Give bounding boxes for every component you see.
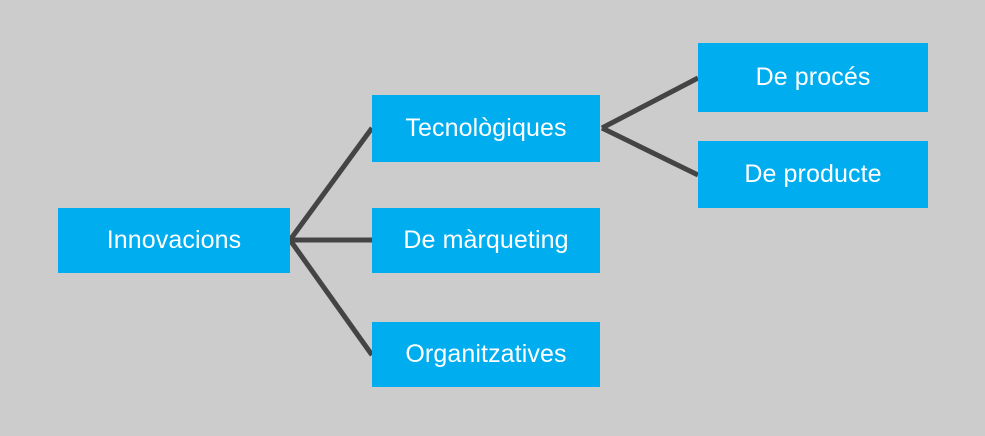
node-innovacions[interactable]: Innovacions bbox=[58, 208, 290, 273]
node-de-marqueting[interactable]: De màrqueting bbox=[372, 208, 600, 273]
edge-tecnologiques-to-proces bbox=[600, 75, 700, 131]
node-tecnologiques[interactable]: Tecnològiques bbox=[372, 95, 600, 162]
edge-innovacions-to-organitzatives bbox=[287, 238, 375, 357]
node-organitzatives-label: Organitzatives bbox=[405, 340, 567, 368]
node-organitzatives[interactable]: Organitzatives bbox=[372, 322, 600, 387]
edge-tecnologiques-to-producte bbox=[600, 125, 700, 178]
node-de-proces[interactable]: De procés bbox=[698, 43, 928, 112]
node-innovacions-label: Innovacions bbox=[106, 226, 242, 254]
node-tecnologiques-label: Tecnològiques bbox=[405, 114, 567, 142]
node-de-producte[interactable]: De producte bbox=[698, 141, 928, 208]
node-de-proces-label: De procés bbox=[755, 63, 871, 91]
edge-innovacions-to-tecnologiques bbox=[287, 126, 375, 242]
node-de-marqueting-label: De màrqueting bbox=[403, 226, 569, 254]
node-de-producte-label: De producte bbox=[744, 160, 882, 188]
